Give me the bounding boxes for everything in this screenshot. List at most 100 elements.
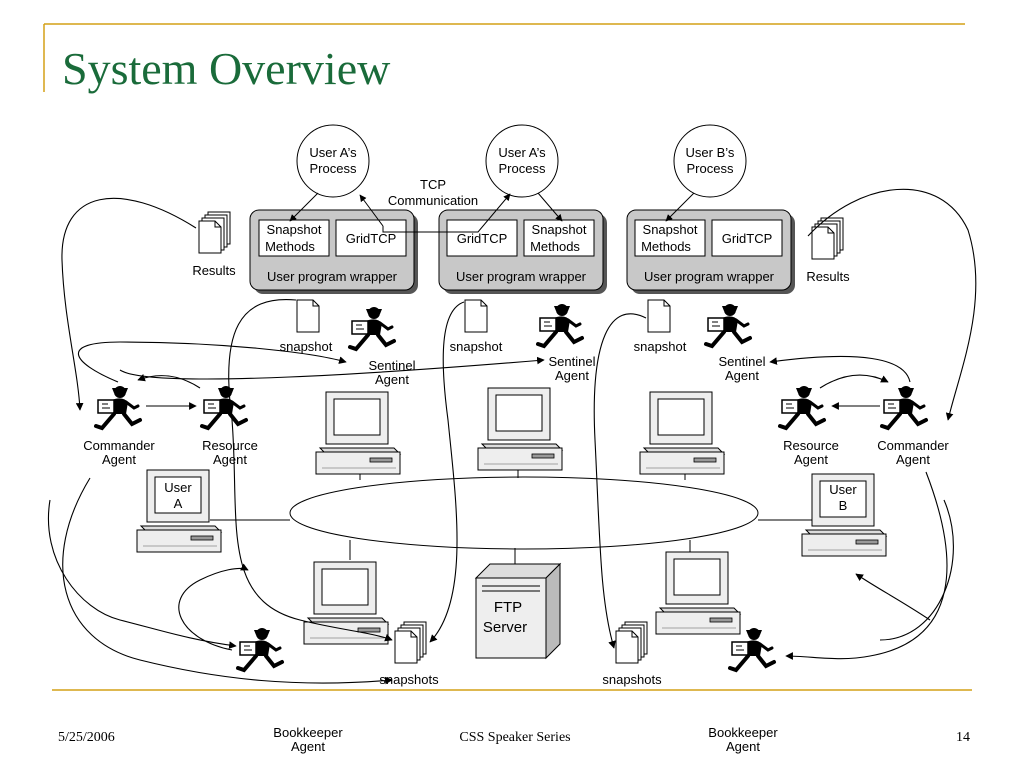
commander-b-line2: Agent: [896, 452, 930, 467]
sentinel-agent-2-icon: [536, 302, 584, 348]
resource-agent-b-icon: [778, 384, 826, 430]
bookkeeper-a-line1: Bookkeeper: [273, 725, 343, 740]
commander-a-line2: Agent: [102, 452, 136, 467]
commander-b-line1: Commander: [877, 438, 949, 453]
sentinel-1-line1: Sentinel: [369, 358, 416, 373]
wrapper-a1-label: User program wrapper: [267, 269, 398, 284]
slide-accent-lines: [43, 23, 972, 691]
sentinel-1-line2: Agent: [375, 372, 409, 387]
commander-agent-a-icon: [94, 384, 142, 430]
ftp-server: FTP Server: [474, 562, 562, 660]
snapshot-methods-b-line2: Methods: [641, 239, 691, 254]
wrapper-b-label: User program wrapper: [644, 269, 775, 284]
arrow-resource-a-to-commander: [137, 374, 201, 389]
process-b: User B’s Process: [673, 124, 747, 198]
sentinel-agent-3-icon: [704, 302, 752, 348]
arrow-process-b: [665, 192, 695, 222]
arrow-process-a2: [537, 192, 563, 222]
arrow-process-a1: [289, 192, 319, 222]
footer-page-number: 14: [956, 730, 970, 745]
user-b-line2: B: [839, 498, 848, 513]
arrow-commander-a-to-sentinel-1: [77, 341, 347, 383]
slide-title: System Overview: [62, 43, 391, 94]
ftp-line1: FTP: [494, 599, 522, 616]
bookkeeper-b-line1: Bookkeeper: [708, 725, 778, 740]
sentinel-2-line2: Agent: [555, 368, 589, 383]
footer-date: 5/25/2006: [58, 730, 115, 745]
resource-a-line1: Resource: [202, 438, 258, 453]
snapshots-a-label: snapshots: [379, 672, 439, 687]
footer-series: CSS Speaker Series: [459, 730, 571, 745]
snapshots-b-label: snapshots: [602, 672, 662, 687]
footer-bookkeeper-agent-a: Bookkeeper Agent: [258, 726, 358, 754]
arrow-resource-b-to-commander: [819, 374, 889, 389]
results-b-label: Results: [806, 269, 850, 284]
computer-2-icon: [477, 387, 563, 471]
snapshot-methods-b-line1: Snapshot: [643, 222, 698, 237]
process-b-line2: Process: [687, 161, 734, 176]
arrow-commander-a-to-snapshots: [62, 477, 393, 685]
network-ring: [289, 476, 759, 550]
process-a2: User A’s Process: [485, 124, 559, 198]
snapshot-methods-a2-line2: Methods: [530, 239, 580, 254]
computer-4-icon: [303, 561, 389, 645]
arrow-commander-a-to-sentinel-2: [119, 356, 545, 380]
bookkeeper-b-line2: Agent: [726, 739, 760, 754]
resource-b-line2: Agent: [794, 452, 828, 467]
process-a1: User A’s Process: [296, 124, 370, 198]
tcp-label-line1: TCP: [420, 177, 446, 192]
results-docs-b-icon: [811, 217, 844, 260]
resource-b-line1: Resource: [783, 438, 839, 453]
computer-1-icon: [315, 391, 401, 475]
arrow-snapshot-3-to-snapshots: [593, 313, 647, 649]
commander-agent-b-icon: [880, 384, 928, 430]
snapshot-methods-a2-line1: Snapshot: [532, 222, 587, 237]
process-a1-line2: Process: [310, 161, 357, 176]
arrow-snapshot-2-to-snapshots: [429, 301, 465, 643]
user-a-line2: A: [174, 496, 183, 511]
snapshot-label-1: snapshot: [280, 339, 333, 354]
arrow-commander-b-return: [879, 499, 954, 641]
snapshot-doc-3-icon: [647, 299, 671, 333]
arrow-tcp-communication: [382, 193, 511, 233]
footer-bookkeeper-agent-b: Bookkeeper Agent: [693, 726, 793, 754]
resource-a-line2: Agent: [213, 452, 247, 467]
process-a1-line1: User A’s: [309, 145, 357, 160]
snapshot-label-2: snapshot: [450, 339, 503, 354]
gridtcp-b: GridTCP: [722, 231, 773, 246]
user-a-line1: User: [164, 480, 192, 495]
snapshot-doc-2-icon: [464, 299, 488, 333]
snapshot-methods-a1-line1: Snapshot: [267, 222, 322, 237]
arrow-snapshot-1-to-snapshots: [228, 298, 393, 642]
process-a2-line2: Process: [499, 161, 546, 176]
wrapper-a2-label: User program wrapper: [456, 269, 587, 284]
gridtcp-a2: GridTCP: [457, 231, 508, 246]
arrow-user-a-to-bookkeeper-a: [48, 499, 237, 649]
user-b-line1: User: [829, 482, 857, 497]
ftp-line2: Server: [483, 619, 527, 636]
arrow-results-a-to-commander: [61, 197, 197, 411]
sentinel-agent-1-icon: [348, 305, 396, 351]
gridtcp-a1: GridTCP: [346, 231, 397, 246]
tcp-label-line2: Communication: [388, 193, 478, 208]
bookkeeper-a-line2: Agent: [291, 739, 325, 754]
snapshots-a-icon: [394, 621, 427, 664]
arrow-bookkeeper-b-to-user-b: [855, 573, 931, 621]
arrow-bookkeeper-a-to-user-a: [178, 563, 249, 651]
bookkeeper-agent-a-icon: [236, 626, 284, 672]
computer-5-icon: [655, 551, 741, 635]
snapshot-doc-1-icon: [296, 299, 320, 333]
arrow-results-b-to-commander: [807, 188, 977, 421]
process-b-line1: User B’s: [686, 145, 735, 160]
arrow-commander-b-to-sentinel-3: [769, 355, 911, 383]
commander-a-line1: Commander: [83, 438, 155, 453]
wrapper-b: Snapshot Methods GridTCP User program wr…: [626, 209, 795, 294]
arrow-gridtcp-to-process-a1: [359, 194, 384, 227]
computer-3-icon: [639, 391, 725, 475]
snapshot-label-3: snapshot: [634, 339, 687, 354]
results-a-label: Results: [192, 263, 236, 278]
sentinel-3-line2: Agent: [725, 368, 759, 383]
process-a2-line1: User A’s: [498, 145, 546, 160]
wrapper-a2: GridTCP Snapshot Methods User program wr…: [438, 209, 607, 294]
